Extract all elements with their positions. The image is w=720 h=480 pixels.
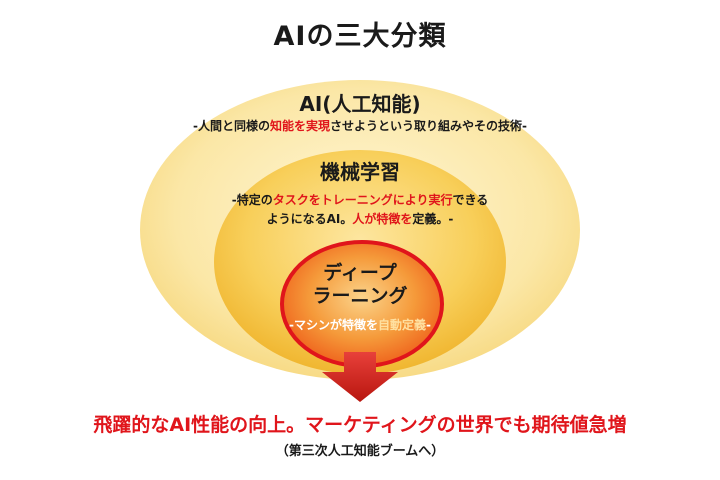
machine-learning-heading: 機械学習 [320,160,400,184]
dl-heading-line: ラーニング [312,285,408,307]
ml-desc-part: 定義。- [412,212,454,226]
ml-desc-part: できる [452,193,489,207]
ml-desc-part: ようになるAI。 [266,212,353,226]
result-statement: 飛躍的なAI性能の向上。マーケティングの世界でも期待値急増 [93,414,627,436]
deep-learning-description: -マシンが特徴を自動定義- [0,316,720,333]
ai-desc-highlight: 知能を実現 [269,119,330,133]
machine-learning-description: -特定のタスクをトレーニングにより実行できる ようになるAI。人が特徴を定義。- [0,191,720,229]
ml-desc-highlight: タスクをトレーニングにより実行 [272,193,453,207]
ai-desc-part: させようという取り組みやその技術- [330,119,527,133]
deep-learning-heading: ディープ ラーニング [0,262,720,308]
ml-desc-highlight: 人が特徴を [352,212,413,226]
ai-desc-part: -人間と同様の [193,119,270,133]
ai-heading: AI(人工知能) [299,92,421,116]
page-title: AIの三大分類 [273,21,447,52]
ai-description: -人間と同様の知能を実現させようという取り組みやその技術- [0,117,720,134]
down-arrow-icon [322,352,398,402]
result-subnote: （第三次人工知能ブームへ） [275,444,445,459]
ml-desc-part: -特定の [231,193,273,207]
dl-desc-part: - [426,318,431,332]
dl-desc-highlight: 自動定義 [377,318,426,332]
dl-desc-part: -マシンが特徴を [289,318,378,332]
dl-heading-line: ディープ [323,262,397,284]
